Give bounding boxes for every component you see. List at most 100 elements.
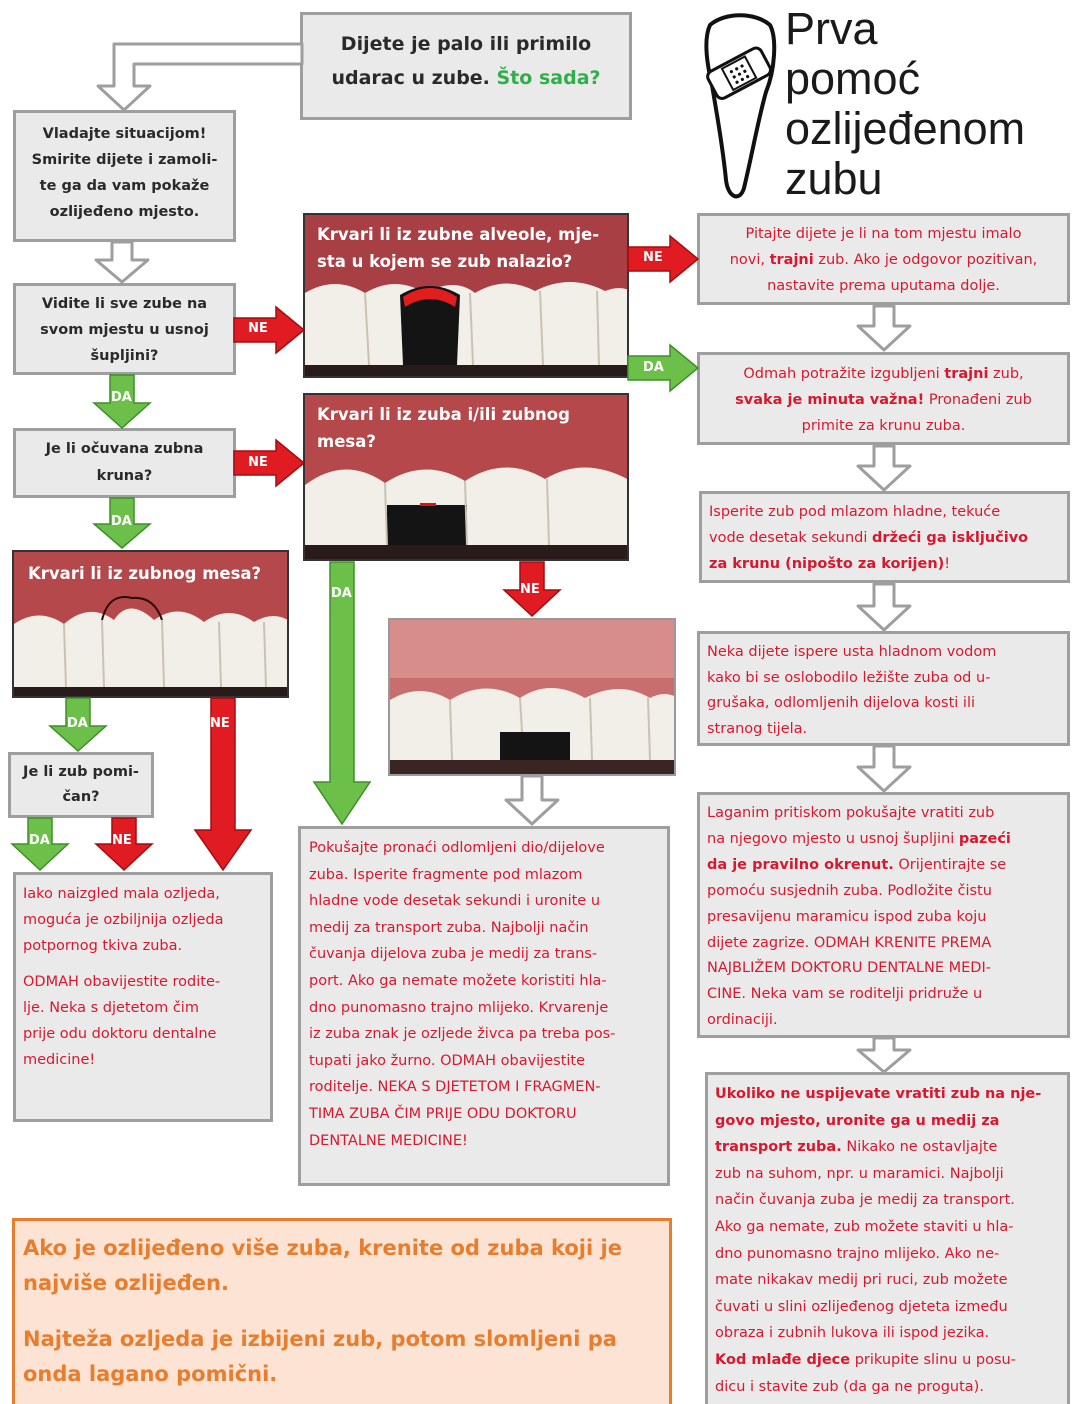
middle-result-line: hladne vode desetak sekundi i uronite u xyxy=(309,888,659,915)
q-mobile-box: Je li zub pomi- čan? xyxy=(8,752,154,818)
chipped-tooth-image xyxy=(390,620,676,776)
left-result-line: lje. Neka s djetetom čim xyxy=(23,995,263,1021)
search-line: primite za krunu zuba. xyxy=(802,418,966,434)
transport-line: zub na suhom, npr. u maramici. Najbolji xyxy=(715,1166,1004,1182)
transport-line: obraza i zubnih lukova ili ispod jezika. xyxy=(715,1325,989,1341)
label-da-mobile: DA xyxy=(29,833,50,848)
middle-result-line: čuvanja dijelova zuba je medij za trans- xyxy=(309,941,659,968)
label-ne-alveole: NE xyxy=(643,250,663,265)
replant-line: pomoću susjednih zuba. Podložite čistu xyxy=(707,883,992,899)
q-all-teeth-line: Vidite li sve zube na xyxy=(20,291,229,317)
replant-line: Laganim pritiskom pokušajte vratiti zub xyxy=(707,805,994,821)
page-title: Prva pomoć ozlijeđenom zubu xyxy=(785,4,1025,204)
arrow-ne-alveole xyxy=(628,234,700,284)
ask-line: Pitajte dijete je li na tom mjestu imalo xyxy=(746,226,1022,242)
q-mobile-line: čan? xyxy=(15,785,147,810)
photo-alveole: Krvari li iz zubne alveole, mje- sta u k… xyxy=(303,213,629,378)
rinse-tooth-line: vode desetak sekundi xyxy=(709,530,872,546)
transport-box: Ukoliko ne uspijevate vratiti zub na nje… xyxy=(705,1072,1070,1404)
middle-result-line: zuba. Isperite fragmente pod mlazom xyxy=(309,862,659,889)
label-da-q1: DA xyxy=(111,390,132,405)
transport-bold: transport zuba. xyxy=(715,1139,842,1155)
q-mobile-line: Je li zub pomi- xyxy=(15,760,147,785)
label-da-tooth: DA xyxy=(331,586,352,601)
arrow-right-1 xyxy=(854,306,914,352)
replant-line: NAJBLIŽEM DOKTORU DENTALNE MEDI- xyxy=(707,960,991,976)
q-all-teeth-line: šupljini? xyxy=(20,343,229,369)
middle-result-line: roditelje. NEKA S DJETETOM I FRAGMEN- xyxy=(309,1074,659,1101)
label-da-gum: DA xyxy=(67,716,88,731)
label-ne-q1: NE xyxy=(248,321,268,336)
title-line-1: Prva xyxy=(785,4,1025,54)
q-all-teeth-line: svom mjestu u usnoj xyxy=(20,317,229,343)
arrow-ne-q1 xyxy=(234,305,306,355)
q-all-teeth-box: Vidite li sve zube na svom mjestu u usno… xyxy=(13,283,236,375)
replant-bold: da je pravilno okrenut. xyxy=(707,857,894,873)
ask-child-box: Pitajte dijete je li na tom mjestu imalo… xyxy=(697,213,1070,305)
note-line: Najteža ozljeda je izbijeni zub, potom s… xyxy=(23,1322,661,1357)
photo-chipped xyxy=(388,618,676,776)
arrow-ne-q2 xyxy=(234,438,306,488)
search-line: zub, xyxy=(988,366,1023,382)
middle-result-line: dno punomasno trajno mlijeko. Krvarenje xyxy=(309,995,659,1022)
label-ne-tooth: NE xyxy=(520,582,540,597)
rinse-tooth-bold: za krunu (nipošto za korijen) xyxy=(709,556,944,572)
control-line: te ga da vam pokaže xyxy=(20,173,229,199)
left-result-line: Iako naizgled mala ozljeda, xyxy=(23,881,263,907)
rinse-mouth-line: kako bi se oslobodilo ležište zuba od u- xyxy=(707,666,1060,692)
arrow-right-5 xyxy=(854,1038,914,1074)
start-question-highlight: Što sada? xyxy=(497,67,601,89)
search-line: Odmah potražite izgubljeni xyxy=(743,366,944,382)
left-result-line: prije odu doktoru dentalne xyxy=(23,1021,263,1047)
transport-line: dicu i stavite zub (da ga ne proguta). xyxy=(715,1379,984,1395)
transport-line: prikupite slinu u posu- xyxy=(850,1352,1016,1368)
arrow-right-4 xyxy=(854,746,914,793)
transport-bold: Kod mlađe djece xyxy=(715,1352,850,1368)
label-ne-q2: NE xyxy=(248,455,268,470)
title-line-4: zubu xyxy=(785,154,1025,204)
arrow-start-to-control xyxy=(90,38,310,113)
ask-line: nastavite prema uputama dolje. xyxy=(767,278,1000,294)
arrow-control-to-q1 xyxy=(92,242,152,284)
photo-gum-bleed: Krvari li iz zubnog mesa? xyxy=(12,550,289,698)
title-line-2: pomoć xyxy=(785,54,1025,104)
photo-alveole-question: Krvari li iz zubne alveole, mje- sta u k… xyxy=(305,215,627,281)
transport-line: Ako ga nemate, zub možete staviti u hla- xyxy=(715,1219,1013,1235)
ask-line: zub. Ako je odgovor pozitivan, xyxy=(814,252,1038,268)
rinse-mouth-line: Neka dijete ispere usta hladnom vodom xyxy=(707,640,1060,666)
left-result-box: Iako naizgled mala ozljeda, moguća je oz… xyxy=(13,872,273,1122)
photo-gum-question: Krvari li iz zubnog mesa? xyxy=(14,552,287,595)
control-line: Vladajte situacijom! xyxy=(20,121,229,147)
replant-line: na njegovo mjesto u usnoj šupljini xyxy=(707,831,959,847)
left-result-line: medicine! xyxy=(23,1047,263,1073)
rinse-mouth-line: stranog tijela. xyxy=(707,717,1060,743)
ask-bold: trajni xyxy=(770,252,814,268)
search-bold: svaka je minuta važna! xyxy=(735,392,924,408)
search-tooth-box: Odmah potražite izgubljeni trajni zub, s… xyxy=(697,352,1070,445)
arrow-da-alveole xyxy=(628,343,700,393)
replant-line: Orijentirajte se xyxy=(894,857,1006,873)
replant-bold: pazeći xyxy=(959,831,1011,847)
rinse-tooth-bold: držeći ga isključivo xyxy=(872,530,1028,546)
severity-note: Ako je ozlijeđeno više zuba, krenite od … xyxy=(12,1218,672,1404)
control-situation-box: Vladajte situacijom! Smirite dijete i za… xyxy=(13,110,236,242)
bandaged-tooth-icon xyxy=(700,10,780,200)
transport-bold: Ukoliko ne uspijevate vratiti zub na nje… xyxy=(715,1086,1041,1102)
rinse-tooth-box: Isperite zub pod mlazom hladne, tekuće v… xyxy=(699,491,1070,583)
ask-line: novi, xyxy=(730,252,770,268)
middle-result-line: port. Ako ga nemate možete koristiti hla… xyxy=(309,968,659,995)
transport-line: mate nikakav medij pri ruci, zub možete xyxy=(715,1272,1008,1288)
rinse-tooth-line: ! xyxy=(944,556,950,572)
control-line: ozlijeđeno mjesto. xyxy=(20,199,229,225)
control-line: Smirite dijete i zamoli- xyxy=(20,147,229,173)
label-ne-mobile: NE xyxy=(112,833,132,848)
transport-line: način čuvanja zuba je medij za transport… xyxy=(715,1192,1015,1208)
arrow-da-tooth xyxy=(310,562,374,826)
title-line-3: ozlijeđenom xyxy=(785,104,1025,154)
left-result-line: moguća je ozbiljnija ozljeda xyxy=(23,907,263,933)
note-line: Ako je ozlijeđeno više zuba, krenite od … xyxy=(23,1231,661,1266)
label-da-q2: DA xyxy=(111,514,132,529)
middle-result-line: Pokušajte pronaći odlomljeni dio/dijelov… xyxy=(309,835,659,862)
label-da-alveole: DA xyxy=(643,360,664,375)
q-crown-line: kruna? xyxy=(20,463,229,490)
